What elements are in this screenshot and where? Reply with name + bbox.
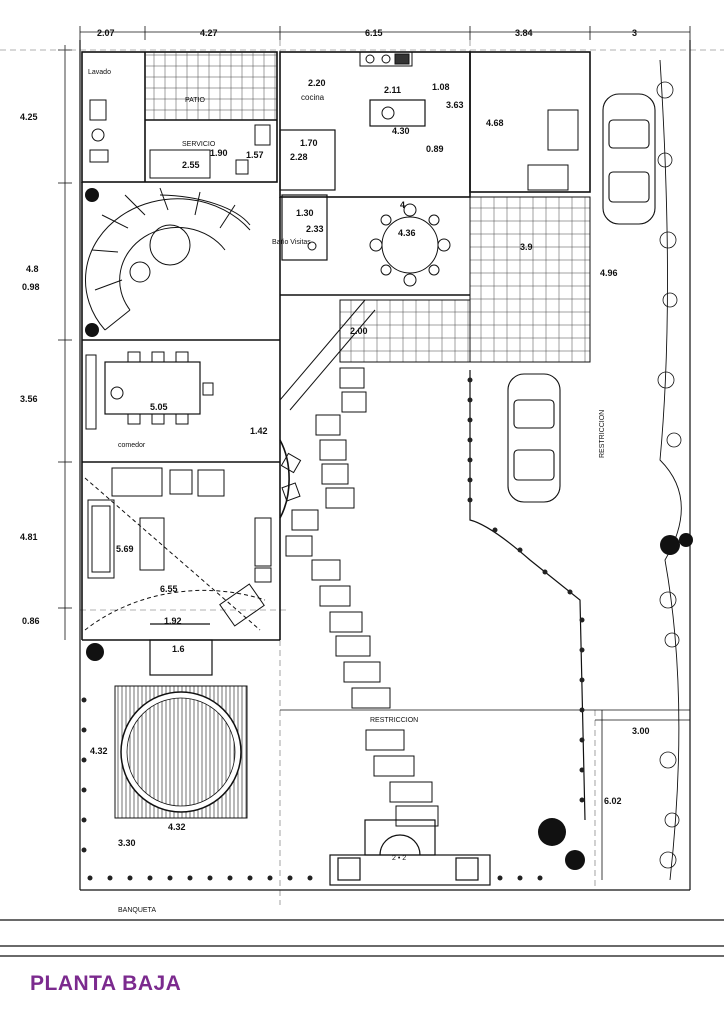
- dim-cocina-2: 2.11: [384, 85, 401, 95]
- left-dimension-line: [58, 45, 72, 640]
- dim-sala-4: 1.6: [172, 644, 185, 654]
- dim-left-6: 0.86: [22, 616, 40, 626]
- toilet-icon: [235, 159, 249, 175]
- right-garden-edge: [659, 59, 682, 881]
- dim-top-1: 2.07: [97, 28, 115, 38]
- dim-cocina-4: 3.63: [446, 100, 464, 110]
- washer-icon: [89, 99, 107, 121]
- curved-wall: [279, 439, 290, 519]
- dim-comedor-6: 5.05: [150, 402, 168, 412]
- dim-exterior-5: 2 • 2: [392, 855, 406, 862]
- dim-top-3: 6.15: [365, 28, 383, 38]
- dim-left-5: 4.81: [20, 532, 38, 542]
- room-restriccion-right: RESTRICCION: [599, 410, 606, 458]
- tree-icon: [85, 188, 693, 870]
- room-banqueta: BANQUETA: [118, 907, 156, 914]
- dryer-icon: [91, 128, 105, 142]
- plan-title: PLANTA BAJA: [30, 972, 182, 995]
- dim-cocina-7: 4.68: [486, 118, 504, 128]
- hedge-bottom-icon: [81, 697, 543, 881]
- shrub-cluster-icon: [656, 81, 682, 869]
- car-icon-2: [602, 93, 656, 225]
- round-table-icon: [369, 203, 451, 287]
- kitchen-island: [369, 99, 426, 127]
- dim-comedor-5: 2.00: [350, 326, 368, 336]
- dim-servicio-1: 2.55: [182, 160, 200, 170]
- top-dimension-line: [79, 26, 691, 40]
- stepping-stones: [285, 367, 439, 827]
- dim-exterior-1: 4.32: [90, 746, 108, 756]
- room-bano-visitas: Baño Visitas: [272, 239, 311, 246]
- dim-servicio-2: 1.90: [210, 148, 228, 158]
- dim-comedor-1: 4: [400, 200, 405, 210]
- dim-exterior-2: 3.30: [118, 838, 136, 848]
- dim-left-2: 4.8: [26, 264, 39, 274]
- dim-comedor-7: 1.42: [250, 426, 268, 436]
- dim-top-5: 3: [632, 28, 637, 38]
- dim-cocina-6: 0.89: [426, 144, 444, 154]
- dim-servicio-6: 1.30: [296, 208, 314, 218]
- dim-sala-1: 5.69: [116, 544, 134, 554]
- dim-left-3: 0.98: [22, 282, 40, 292]
- bano-visitas-room: [281, 194, 328, 261]
- dim-servicio-5: 2.28: [290, 152, 308, 162]
- right-dimension: [595, 710, 690, 880]
- room-patio: PATIO: [185, 97, 206, 104]
- service-bed-icon: [149, 149, 211, 179]
- car-icon: [507, 373, 561, 503]
- dim-top-4: 3.84: [515, 28, 533, 38]
- closet-room: [279, 129, 336, 191]
- dim-cocina-1: 2.20: [308, 78, 326, 88]
- armchairs: [280, 452, 302, 502]
- dim-exterior-3: 3.00: [632, 726, 650, 736]
- sink-icon: [89, 149, 109, 163]
- dim-comedor-4: 4.96: [600, 268, 618, 278]
- driveway-edge: [469, 370, 586, 821]
- storage-unit: [527, 164, 569, 191]
- spiral-staircase-icon: [84, 187, 251, 331]
- dim-comedor-3: 3.9: [520, 242, 533, 252]
- lavabo-icon: [307, 241, 317, 251]
- room-comedor: comedor: [118, 442, 146, 449]
- dim-cocina-3: 1.08: [432, 82, 450, 92]
- room-lavado: Lavado: [88, 69, 111, 76]
- ramp-icon: [279, 299, 376, 440]
- office-desk: [547, 109, 579, 151]
- dim-servicio-4: 1.70: [300, 138, 318, 148]
- terrace-tiles-2: [339, 299, 471, 363]
- dim-servicio-3: 1.57: [246, 150, 264, 160]
- sideboard: [85, 354, 97, 430]
- stove-icon: [394, 53, 410, 65]
- dim-top-2: 4.27: [200, 28, 218, 38]
- entrance-gate: [329, 819, 491, 886]
- dim-left-4: 3.56: [20, 394, 38, 404]
- dim-sala-3: 1.92: [164, 616, 182, 626]
- living-room-furniture: [84, 467, 272, 631]
- dim-exterior-1b: 4.32: [168, 822, 186, 832]
- terrace-tiles: [469, 196, 591, 363]
- dim-servicio-7: 2.33: [306, 224, 324, 234]
- room-servicio: SERVICIO: [182, 141, 216, 148]
- dim-exterior-4: 6.02: [604, 796, 622, 806]
- kitchen-counter: [359, 51, 413, 67]
- dim-comedor-2: 4.36: [398, 228, 416, 238]
- room-restriccion-center: RESTRICCION: [370, 717, 418, 724]
- dim-left-1: 4.25: [20, 112, 38, 122]
- hedge-icon: [467, 377, 585, 803]
- service-wc-icon: [254, 124, 271, 146]
- dim-sala-2: 6.55: [160, 584, 178, 594]
- patio-tiles: [144, 51, 278, 121]
- site-boundary: [0, 40, 724, 957]
- dim-cocina-5: 4.30: [392, 126, 410, 136]
- bay-window: [149, 623, 213, 676]
- room-cocina: cocina: [301, 93, 325, 102]
- dining-chairs: [110, 351, 214, 425]
